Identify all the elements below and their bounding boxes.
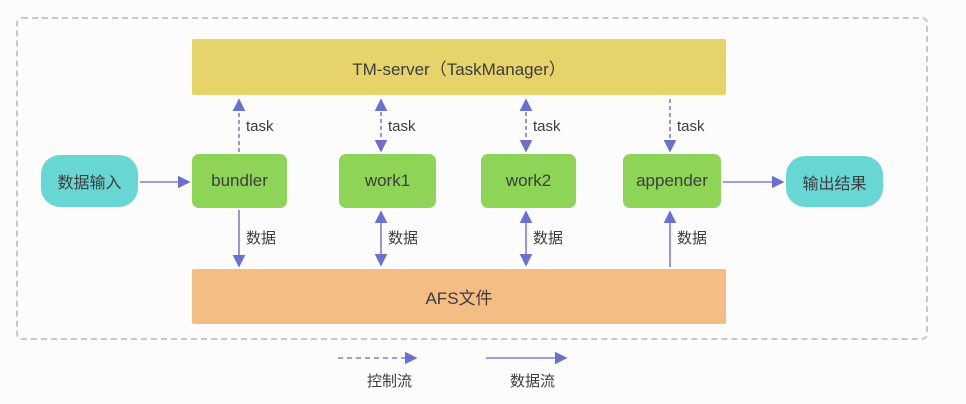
data-label-bundler: 数据 [246, 230, 277, 247]
tm-server-label: TM-server（TaskManager） [352, 59, 566, 79]
legend-data-flow-label: 数据流 [510, 373, 556, 390]
legend-control-flow-label: 控制流 [367, 373, 413, 390]
worker-label-appender: appender [636, 171, 708, 190]
data-label-work2: 数据 [533, 230, 564, 247]
diagram-dashed-frame [16, 17, 928, 340]
output-result-label: 输出结果 [802, 175, 867, 193]
task-label-work2: task [533, 118, 561, 135]
worker-label-work2: work2 [505, 171, 552, 190]
output-result-node: 输出结果 [786, 156, 883, 207]
worker-node-appender: appender [623, 154, 721, 208]
task-label-bundler: task [246, 118, 274, 135]
worker-node-work2: work2 [481, 154, 576, 208]
worker-label-bundler: bundler [211, 171, 268, 190]
data-label-work1: 数据 [388, 230, 419, 247]
task-label-work1: task [388, 118, 416, 135]
worker-label-work1: work1 [364, 171, 411, 190]
tm-server-node: TM-server（TaskManager） [192, 39, 726, 95]
data-input-label: 数据输入 [57, 175, 122, 192]
data-label-appender: 数据 [677, 230, 708, 247]
afs-file-label: AFS文件 [425, 289, 493, 308]
task-label-appender: task [677, 118, 705, 135]
data-input-node: 数据输入 [41, 155, 138, 207]
afs-file-node: AFS文件 [192, 269, 726, 324]
worker-node-work1: work1 [339, 154, 436, 208]
worker-node-bundler: bundler [192, 154, 287, 208]
